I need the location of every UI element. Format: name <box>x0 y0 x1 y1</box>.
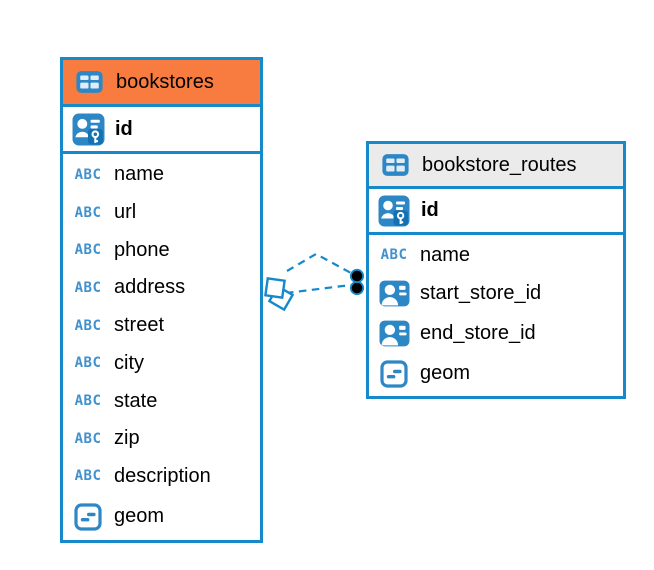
text-type-icon: ABC <box>74 393 102 410</box>
primary-key-icon <box>69 113 107 146</box>
relationship-target-marker-dots[interactable] <box>349 268 365 296</box>
column-label: end_store_id <box>420 321 536 344</box>
column-row-url[interactable]: ABC url <box>63 194 260 232</box>
column-label: zip <box>114 427 140 450</box>
geometry-type-icon <box>375 359 413 388</box>
table-bookstore-routes-header[interactable]: bookstore_routes <box>369 144 623 189</box>
text-type-icon: ABC <box>74 204 102 221</box>
text-type-icon: ABC <box>380 247 408 263</box>
text-type-icon: ABC <box>74 279 102 296</box>
primary-key-label: id <box>115 117 133 140</box>
column-row-end-store-id[interactable]: end_store_id <box>369 313 623 353</box>
table-title: bookstores <box>116 70 214 93</box>
column-row-street[interactable]: ABC street <box>63 307 260 345</box>
column-row-zip[interactable]: ABC zip <box>63 420 260 458</box>
column-row-city[interactable]: ABC city <box>63 345 260 383</box>
primary-key-icon <box>375 195 413 227</box>
geometry-type-icon <box>69 503 107 531</box>
text-type-icon: ABC <box>74 242 102 259</box>
relationship-connector[interactable] <box>264 252 365 312</box>
text-type-icon: ABC <box>74 468 102 485</box>
reference-type-icon <box>375 280 413 307</box>
primary-key-row[interactable]: id <box>63 107 260 154</box>
column-row-geom[interactable]: geom <box>63 495 260 538</box>
column-row-phone[interactable]: ABC phone <box>63 231 260 269</box>
relationship-link-upper[interactable] <box>286 252 352 274</box>
column-list: ABC name start_store_id <box>369 235 623 396</box>
column-label: address <box>114 276 186 299</box>
column-label: city <box>114 351 144 374</box>
table-icon <box>70 70 108 94</box>
table-bookstore-routes[interactable]: bookstore_routes id ABC <box>366 141 626 399</box>
column-label: street <box>114 314 165 337</box>
column-label: name <box>420 243 471 266</box>
column-label: url <box>114 201 137 224</box>
column-label: geom <box>114 505 165 528</box>
column-label: name <box>114 163 165 186</box>
reference-type-icon <box>375 320 413 347</box>
column-row-address[interactable]: ABC address <box>63 269 260 307</box>
table-title: bookstore_routes <box>422 153 577 176</box>
relationship-link-lower[interactable] <box>285 283 352 295</box>
table-bookstores-header[interactable]: bookstores <box>63 60 260 107</box>
column-label: phone <box>114 238 170 261</box>
column-label: start_store_id <box>420 281 542 304</box>
column-list: ABC name ABC url ABC phone ABC address A… <box>63 154 260 540</box>
column-label: description <box>114 464 211 487</box>
text-type-icon: ABC <box>74 355 102 372</box>
text-type-icon: ABC <box>74 317 102 334</box>
text-type-icon: ABC <box>74 166 102 183</box>
relationship-source-marker-diamonds[interactable] <box>264 277 295 312</box>
primary-key-label: id <box>421 199 439 221</box>
column-row-geom[interactable]: geom <box>369 353 623 394</box>
text-type-icon: ABC <box>74 430 102 447</box>
table-bookstores[interactable]: bookstores id ABC <box>60 57 263 543</box>
column-row-state[interactable]: ABC state <box>63 382 260 420</box>
column-row-start-store-id[interactable]: start_store_id <box>369 273 623 313</box>
table-icon <box>376 153 414 177</box>
column-row-name[interactable]: ABC name <box>369 237 623 273</box>
column-label: state <box>114 389 158 412</box>
column-label: geom <box>420 362 471 384</box>
primary-key-row[interactable]: id <box>369 189 623 235</box>
column-row-name[interactable]: ABC name <box>63 156 260 194</box>
column-row-description[interactable]: ABC description <box>63 458 260 496</box>
